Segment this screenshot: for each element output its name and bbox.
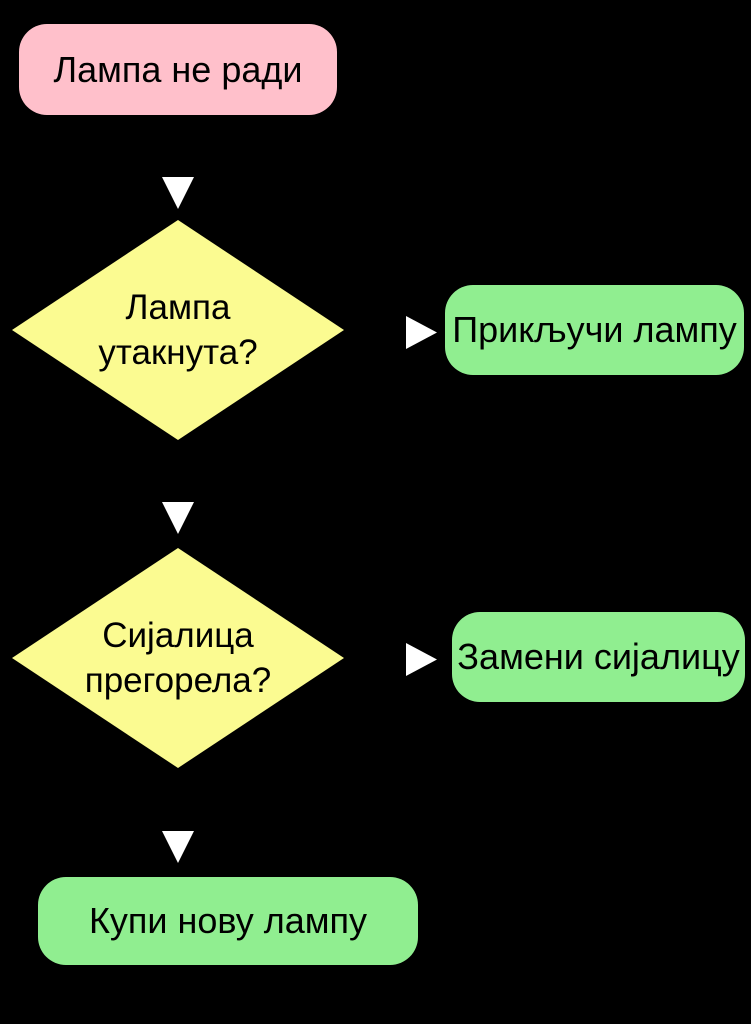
node-action-replace-bulb: Замени сијалицу <box>452 612 745 702</box>
node-start-label: Лампа не ради <box>53 48 303 90</box>
node-action-1-label: Прикључи лампу <box>452 309 737 350</box>
right-arrowhead-icon-2 <box>406 643 437 676</box>
down-arrowhead-icon-2 <box>162 502 194 534</box>
node-decision-2-label: Сијалица прегорела? <box>84 616 272 700</box>
node-action-buy-new-lamp: Купи нову лампу <box>38 877 418 965</box>
node-action-3-label: Купи нову лампу <box>88 900 368 941</box>
node-decision-1-label: Лампа утакнута? <box>98 288 258 372</box>
node-decision-bulb-burned-out: Сијалица прегорела? <box>12 548 344 768</box>
node-action-2-label: Замени сијалицу <box>457 636 740 677</box>
down-arrowhead-icon-3 <box>162 831 194 863</box>
down-arrowhead-icon-1 <box>162 177 194 209</box>
node-action-plug-in-lamp: Прикључи лампу <box>445 285 744 375</box>
right-arrowhead-icon-1 <box>406 316 437 349</box>
node-start-lamp-not-working: Лампа не ради <box>19 24 337 115</box>
node-decision-lamp-plugged-in: Лампа утакнута? <box>12 220 344 440</box>
